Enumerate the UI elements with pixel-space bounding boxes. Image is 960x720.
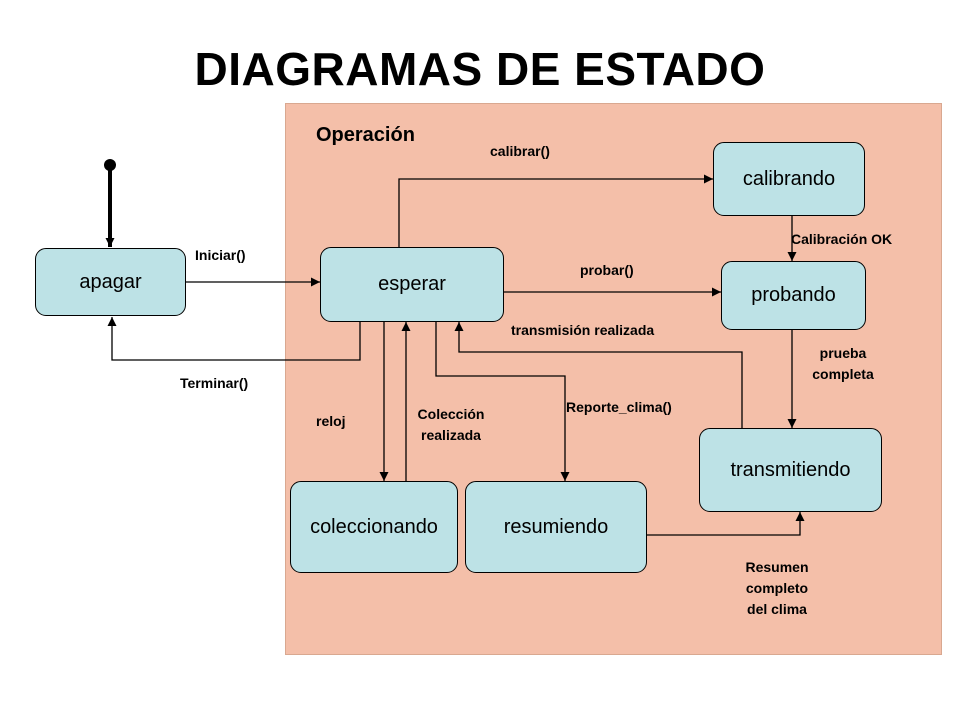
label-reporte-clima: Reporte_clima() xyxy=(566,399,672,415)
label-transmision-realizada: transmisión realizada xyxy=(511,322,655,338)
label-resumen-completo: Resumen completo del clima xyxy=(729,557,825,620)
label-prueba-completa-line1: prueba xyxy=(819,345,867,361)
label-terminar: Terminar() xyxy=(180,375,249,391)
state-resumiendo: resumiendo xyxy=(465,481,647,573)
arrow-calibrar xyxy=(398,174,713,247)
arrow-transmision-realizada xyxy=(454,322,743,428)
label-coleccion-realizada-line1: Colección xyxy=(417,406,485,422)
label-resumen-completo-line3: del clima xyxy=(747,601,807,617)
state-transmitiendo: transmitiendo xyxy=(699,428,882,512)
state-coleccionando: coleccionando xyxy=(290,481,458,573)
label-calibrar: calibrar() xyxy=(490,143,550,159)
label-iniciar: Iniciar() xyxy=(195,247,246,263)
label-resumen-completo-line2: completo xyxy=(745,580,809,596)
initial-state-dot xyxy=(104,159,116,171)
arrow-reporte-clima xyxy=(435,322,570,481)
arrow-resumen-completo xyxy=(647,512,805,536)
label-probar: probar() xyxy=(580,262,634,278)
arrow-terminar xyxy=(107,317,361,361)
operation-label: Operación xyxy=(316,124,415,146)
page-title: DIAGRAMAS DE ESTADO xyxy=(194,43,766,95)
state-esperar: esperar xyxy=(320,247,504,322)
state-calibrando: calibrando xyxy=(713,142,865,216)
label-coleccion-realizada-line2: realizada xyxy=(421,427,481,443)
label-calibracion-ok: Calibración OK xyxy=(791,231,893,247)
label-resumen-completo-line1: Resumen xyxy=(745,559,809,575)
label-prueba-completa-line2: completa xyxy=(812,366,874,382)
state-probando: probando xyxy=(721,261,866,330)
state-apagar: apagar xyxy=(35,248,186,316)
label-coleccion-realizada: Colección realizada xyxy=(415,404,487,446)
label-prueba-completa: prueba completa xyxy=(803,343,883,385)
label-reloj: reloj xyxy=(316,413,346,429)
